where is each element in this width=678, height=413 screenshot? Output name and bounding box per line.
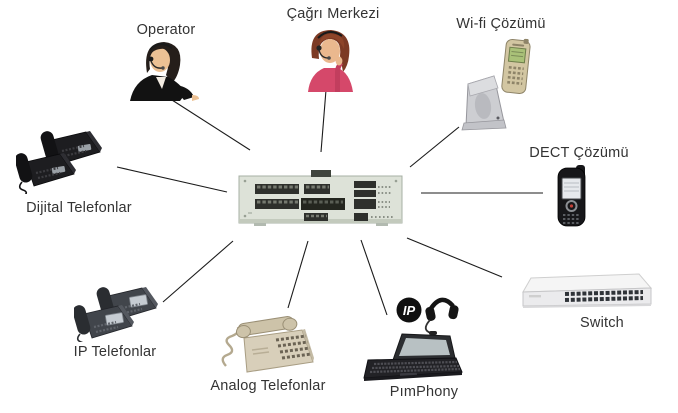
ip-logo-text: IP: [403, 303, 416, 318]
ip-desk-phones-icon: [72, 280, 168, 349]
pbx-chassis-icon: [238, 169, 404, 231]
link-analog: [287, 240, 309, 309]
node-label-cagri-merkezi: Çağrı Merkezi: [286, 6, 380, 22]
node-label-wifi-cozumu: Wi-fi Çözümü: [456, 16, 546, 32]
node-label-operator: Operator: [136, 22, 196, 38]
analog-desk-phone-icon: [220, 310, 315, 378]
node-label-ip-telefonlar: IP Telefonlar: [73, 344, 157, 360]
node-label-switch: Switch: [580, 315, 624, 331]
link-cagri-merkezi: [320, 89, 327, 153]
node-label-dect-cozumu: DECT Çözümü: [529, 145, 629, 161]
digital-desk-phones-icon: [14, 124, 112, 197]
link-switch: [406, 237, 503, 278]
callcenter-agent-woman-icon: [302, 26, 360, 92]
link-ip: [162, 240, 234, 303]
ethernet-switch-icon: [515, 272, 655, 316]
node-label-analog-telefonlar: Analog Telefonlar: [210, 378, 326, 394]
dect-handset-icon: [552, 165, 592, 229]
node-label-dijital-telefonlar: Dijital Telefonlar: [26, 200, 132, 216]
laptop-headset-ip-logo-icon: IP: [360, 290, 472, 384]
link-dijital: [116, 166, 228, 193]
node-label-pimphony: PımPhony: [389, 384, 459, 400]
link-operator: [171, 99, 251, 151]
operator-woman-headset-icon: [120, 37, 202, 101]
wifi-handset-and-base-icon: [460, 38, 536, 134]
link-wifi: [409, 126, 460, 168]
